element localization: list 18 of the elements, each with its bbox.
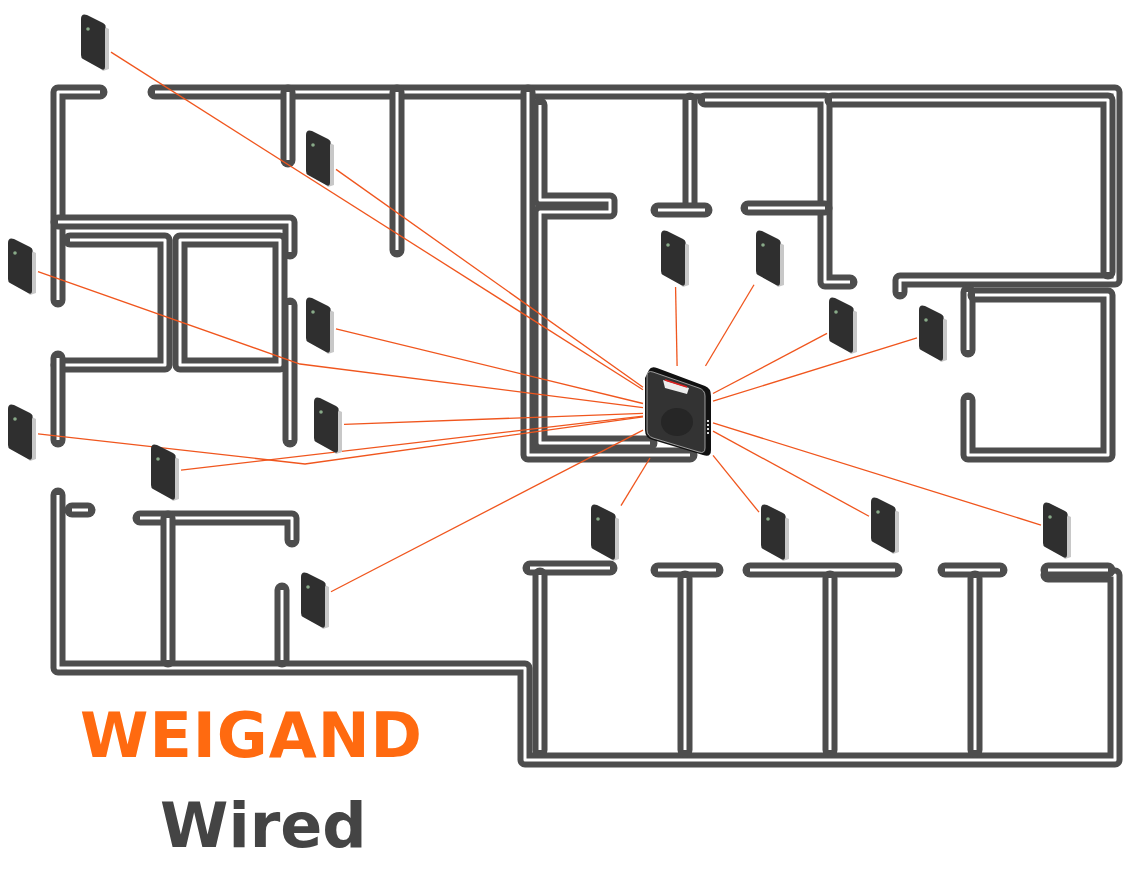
wire [620,457,651,507]
wire [712,454,760,513]
wire [330,429,644,593]
wire [37,271,644,409]
wire [343,412,644,426]
wire [674,286,678,367]
subtitle: Wired [160,795,367,857]
wire [110,51,644,391]
wire [712,422,1042,526]
wire [180,415,644,471]
wire [335,168,644,388]
title: WEIGAND [80,705,424,767]
wire [712,430,870,517]
wire [704,284,755,367]
wire [712,332,828,395]
wire [712,337,918,402]
wire [335,328,644,405]
wire [37,416,644,465]
